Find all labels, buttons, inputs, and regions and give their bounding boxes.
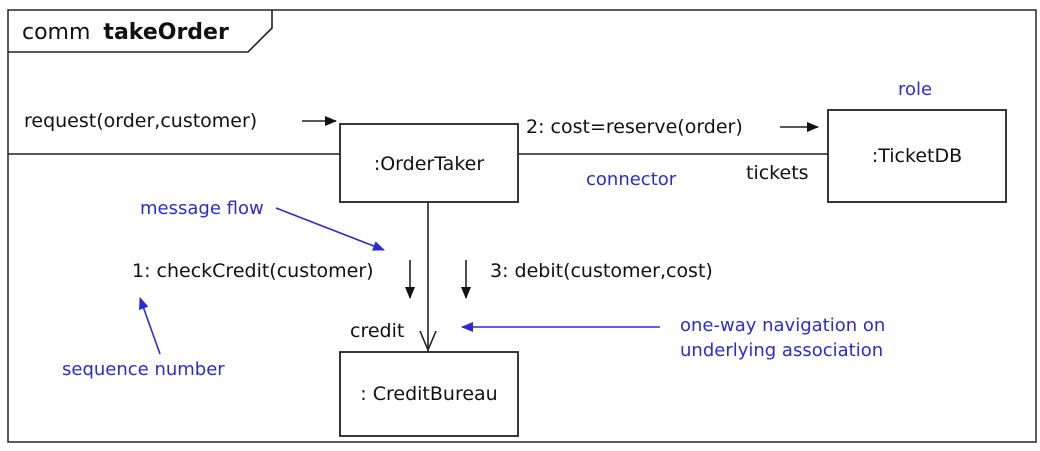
annotation-navigation-line1: one-way navigation on (680, 315, 885, 336)
incoming-message-label: request(order,customer) (24, 110, 257, 132)
frame-name-tab (8, 10, 273, 53)
checkcredit-message-label: 1: checkCredit(customer) (132, 260, 374, 282)
debit-message-label: 3: debit(customer,cost) (490, 260, 713, 282)
annotation-message-flow: message flow (140, 198, 264, 219)
message-flow-pointer (275, 207, 385, 251)
frame-keyword: comm (22, 20, 90, 45)
annotation-role: role (898, 79, 932, 100)
ordertaker-label: :OrderTaker (374, 153, 485, 175)
creditbureau-box (339, 351, 519, 437)
reserve-message-label: 2: cost=reserve(order) (526, 116, 743, 138)
frame-title: comm takeOrder (22, 20, 229, 45)
frame-name: takeOrder (103, 20, 229, 45)
diagram-frame (7, 9, 1037, 443)
ticketdb-box (827, 109, 1007, 203)
annotation-connector: connector (586, 169, 677, 190)
annotation-navigation-line2: underlying association (680, 340, 883, 361)
ordertaker-box (339, 123, 519, 203)
sequence-number-pointer (138, 297, 161, 355)
role-credit-label: credit (350, 320, 404, 342)
ticketdb-label: :TicketDB (872, 145, 962, 167)
navigation-open-arrowhead (419, 330, 437, 353)
creditbureau-label: : CreditBureau (360, 383, 497, 405)
annotation-navigation: one-way navigation on underlying associa… (680, 315, 891, 361)
role-tickets-label: tickets (746, 162, 809, 184)
annotation-sequence-number: sequence number (62, 359, 225, 380)
